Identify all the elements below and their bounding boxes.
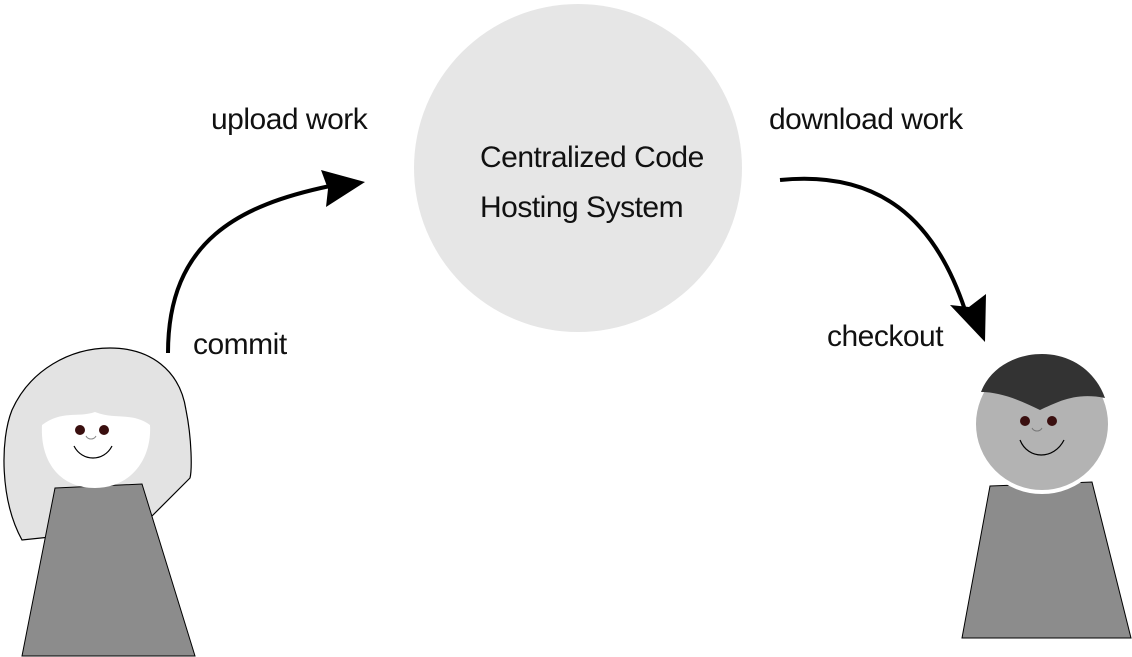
left-developer-eye-right [99,425,109,435]
right-developer-body [961,481,1132,639]
right-developer-eye-right [1047,416,1057,426]
download-arrow-head [950,294,986,342]
left-developer-avatar [3,347,196,657]
right-developer-eye-left [1020,416,1030,426]
upload-arrow-head [321,170,365,207]
left-developer-body [21,483,196,657]
upload-arrow [166,170,365,354]
left-developer-smile [73,445,113,459]
right-developer-cap [981,354,1105,410]
right-developer-avatar [961,354,1132,639]
hosting-system-label-line1: Centralized Code [480,141,704,174]
upload-work-label: upload work [211,103,369,136]
left-developer-eye-left [75,425,85,435]
right-developer-nose [1031,427,1043,432]
hosting-system-label-line2: Hosting System [480,191,683,224]
hosting-system-node: Centralized Code Hosting System [414,4,742,332]
download-arrow-shaft [779,176,967,311]
right-developer-smile [1019,439,1065,456]
download-arrow [779,176,986,342]
left-developer-nose [85,435,97,440]
hosting-system-circle [414,4,742,332]
commit-label: commit [193,328,288,361]
download-work-label: download work [769,103,964,136]
upload-arrow-shaft [166,184,331,354]
checkout-label: checkout [827,320,944,353]
left-developer-face [41,412,151,488]
